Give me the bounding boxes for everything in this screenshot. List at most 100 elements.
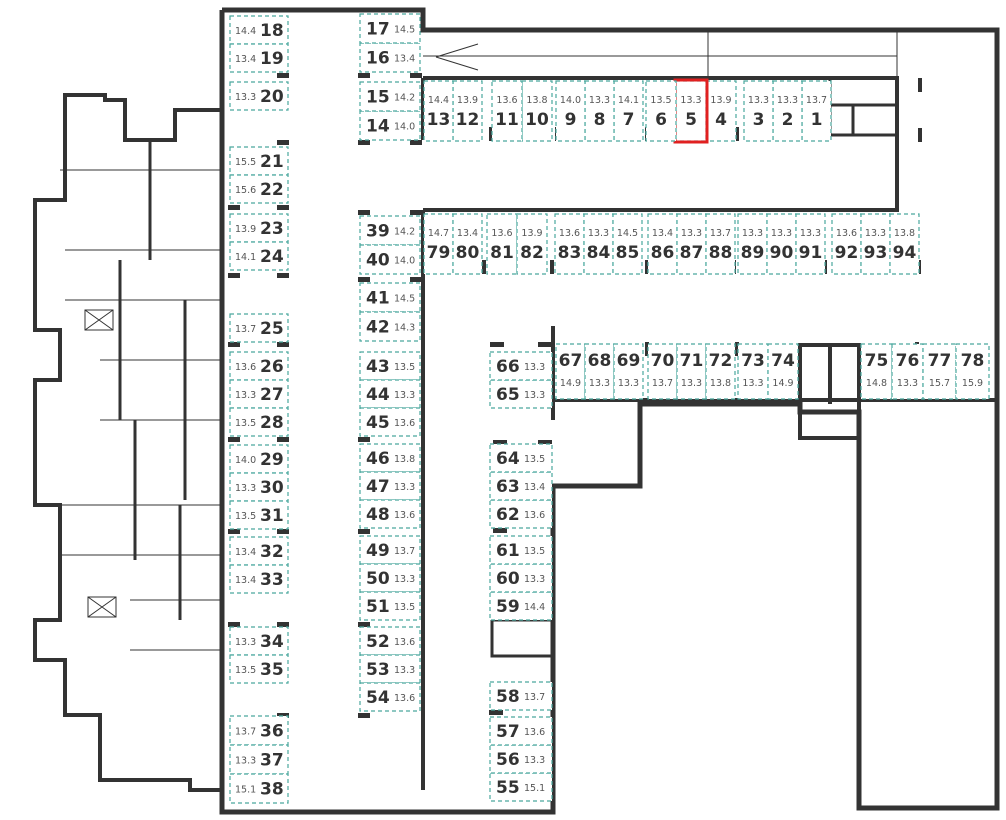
parking-spot-outline[interactable] [229, 313, 289, 343]
parking-spot-outline[interactable] [860, 213, 891, 275]
parking-spot-6[interactable]: 613.5 [645, 80, 677, 142]
parking-spot-outline[interactable] [229, 351, 289, 381]
parking-spot-outline[interactable] [489, 535, 553, 565]
parking-spot-outline[interactable] [359, 626, 421, 656]
parking-spot-outline[interactable] [489, 681, 553, 711]
parking-spot-outline[interactable] [359, 499, 421, 529]
parking-spot-outline[interactable] [359, 244, 421, 275]
parking-spot-outline[interactable] [229, 626, 289, 656]
parking-spot-outline[interactable] [359, 654, 421, 684]
parking-spot-outline[interactable] [489, 563, 553, 593]
parking-spot-4[interactable]: 413.9 [705, 80, 737, 142]
parking-spot-outline[interactable] [423, 80, 454, 142]
parking-spot-outline[interactable] [767, 343, 799, 400]
parking-spot-outline[interactable] [359, 591, 421, 621]
parking-spot-outline[interactable] [891, 343, 924, 400]
parking-spot-outline[interactable] [229, 472, 289, 502]
parking-spot-outline[interactable] [359, 471, 421, 501]
parking-spot-outline[interactable] [583, 213, 614, 275]
parking-spot-outline[interactable] [229, 564, 289, 594]
parking-spot-outline[interactable] [675, 80, 707, 142]
parking-spot-outline[interactable] [229, 407, 289, 437]
parking-spot-8[interactable]: 813.3 [584, 80, 615, 142]
parking-spot-outline[interactable] [489, 443, 553, 473]
parking-spot-outline[interactable] [766, 213, 797, 275]
parking-spot-outline[interactable] [359, 379, 421, 409]
parking-spot-outline[interactable] [705, 343, 736, 400]
parking-spot-outline[interactable] [229, 715, 289, 746]
parking-spot-outline[interactable] [229, 81, 289, 111]
parking-spot-outline[interactable] [359, 351, 421, 381]
parking-spot-outline[interactable] [772, 80, 803, 142]
parking-spot-outline[interactable] [229, 174, 289, 204]
parking-spot-outline[interactable] [889, 213, 920, 275]
parking-spot-outline[interactable] [705, 213, 736, 275]
parking-spot-outline[interactable] [647, 343, 678, 400]
parking-spot-outline[interactable] [489, 716, 553, 746]
parking-spot-outline[interactable] [229, 500, 289, 530]
parking-spot-3[interactable]: 313.3 [743, 80, 774, 142]
parking-spot-outline[interactable] [955, 343, 990, 400]
parking-spot-outline[interactable] [795, 213, 826, 275]
parking-spot-outline[interactable] [743, 80, 774, 142]
parking-spot-outline[interactable] [229, 241, 289, 271]
parking-spot-outline[interactable] [584, 80, 615, 142]
parking-spot-1[interactable]: 113.7 [801, 80, 832, 142]
parking-spot-outline[interactable] [676, 213, 707, 275]
parking-spot-outline[interactable] [491, 80, 523, 142]
parking-spot-outline[interactable] [555, 80, 586, 142]
